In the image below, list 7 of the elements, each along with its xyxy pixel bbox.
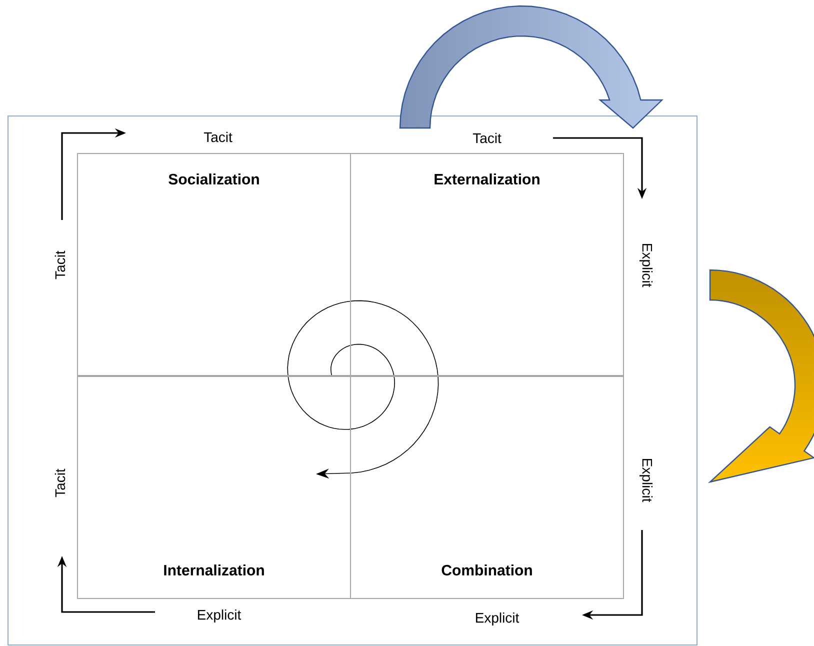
- quadrant-box: Externalization: [350, 153, 624, 376]
- quadrant-box: Internalization: [77, 376, 351, 599]
- axis-label: Explicit: [639, 244, 653, 288]
- axis-label: Explicit: [639, 458, 653, 502]
- quadrant-box: Combination: [350, 376, 624, 599]
- axis-label: Explicit: [476, 612, 520, 626]
- quadrant-box: Socialization: [77, 153, 351, 376]
